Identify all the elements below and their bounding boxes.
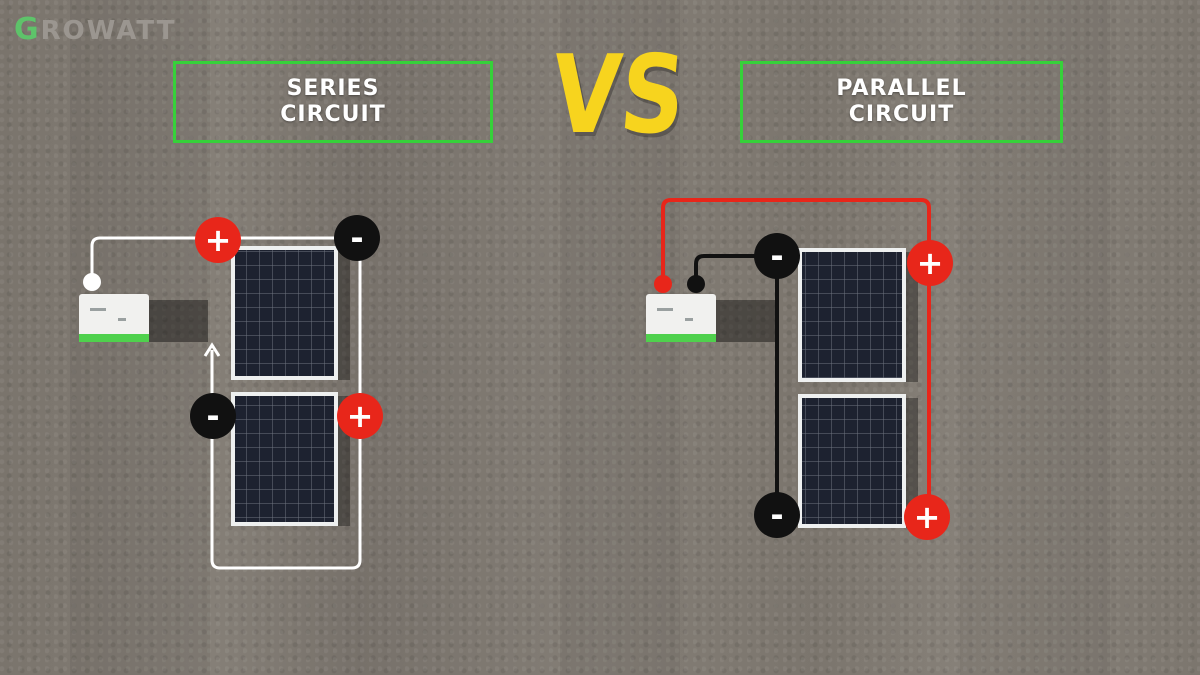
terminal-positive: + — [904, 494, 950, 540]
panel-shadow — [338, 250, 350, 380]
svg-text:+: + — [205, 221, 232, 259]
power-station-parallel — [646, 294, 775, 342]
solar-panel-parallel-bottom — [798, 394, 906, 528]
parallel-label-line1: PARALLEL — [836, 76, 967, 101]
terminal-negative: - — [754, 492, 800, 538]
solar-panel-series-bottom — [231, 392, 338, 526]
negative-output-port — [687, 275, 705, 293]
power-station-series — [79, 294, 208, 342]
terminal-negative: - — [190, 393, 236, 439]
svg-text:-: - — [206, 397, 219, 435]
panel-shadow — [906, 252, 918, 382]
series-output-port — [83, 273, 101, 291]
svg-text:-: - — [770, 496, 783, 534]
terminal-positive: + — [907, 240, 953, 286]
terminal-positive: + — [337, 393, 383, 439]
growatt-logo: GROWATT — [14, 12, 177, 47]
panel-shadow — [906, 398, 918, 528]
svg-text:+: + — [917, 244, 944, 282]
solar-panel-series-top — [231, 246, 338, 380]
series-label-line2: CIRCUIT — [280, 102, 386, 127]
terminal-positive: + — [195, 217, 241, 263]
solar-panel-parallel-top — [798, 248, 906, 382]
series-circuit-label: SERIES CIRCUIT — [173, 61, 493, 143]
svg-text:+: + — [347, 397, 374, 435]
negative-wire — [694, 254, 779, 515]
terminal-negative: - — [334, 215, 380, 261]
series-label-line1: SERIES — [286, 76, 380, 101]
svg-text:+: + — [914, 498, 941, 536]
terminal-negative: - — [754, 233, 800, 279]
svg-text:-: - — [770, 237, 783, 275]
parallel-label-line2: CIRCUIT — [848, 102, 955, 127]
positive-output-port — [654, 275, 672, 293]
positive-wire — [661, 198, 931, 515]
svg-text:-: - — [350, 219, 363, 257]
parallel-circuit-label: PARALLEL CIRCUIT — [740, 61, 1063, 143]
ground-shade — [960, 0, 1110, 675]
